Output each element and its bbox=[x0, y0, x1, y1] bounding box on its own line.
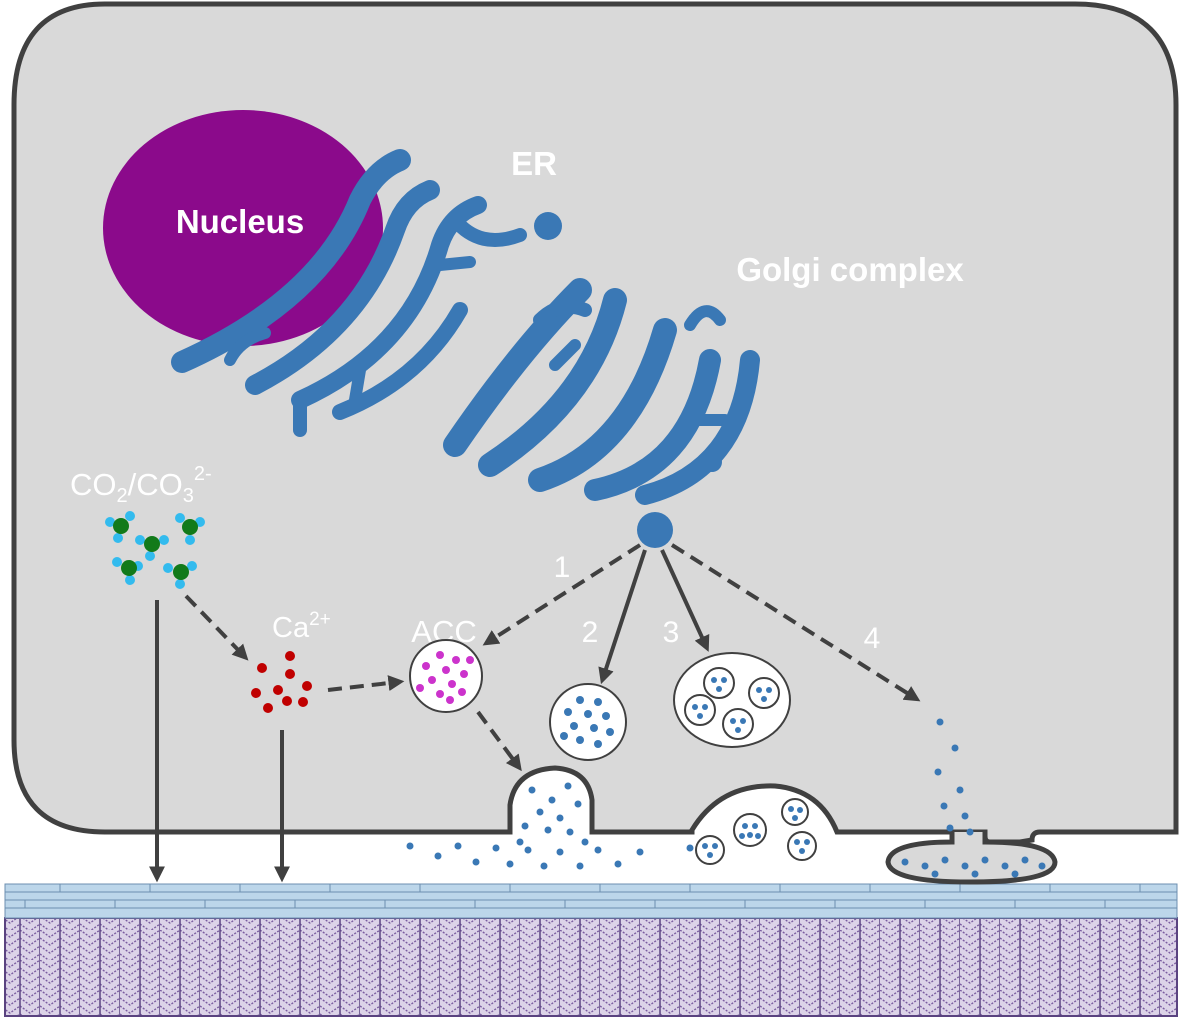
carbonate-molecule bbox=[135, 535, 169, 561]
carbonate-label: CO2/CO32- bbox=[70, 463, 212, 507]
solid-arrow-path-2 bbox=[598, 549, 647, 685]
er-vesicle bbox=[534, 212, 562, 240]
released-vesicles bbox=[686, 798, 817, 865]
crystal-layers bbox=[4, 883, 1178, 919]
calcium-ions bbox=[251, 651, 312, 713]
carbonate-molecule bbox=[112, 557, 143, 585]
multivesicular-body bbox=[673, 652, 791, 748]
endoplasmic-reticulum bbox=[171, 149, 527, 437]
path-3-label: 3 bbox=[663, 616, 680, 649]
mineral-substrate bbox=[4, 883, 1178, 1017]
carbonate-molecule bbox=[105, 511, 135, 543]
acc-vesicle bbox=[409, 639, 483, 713]
golgi-dot bbox=[702, 452, 722, 472]
solid-arrow-path-3 bbox=[660, 549, 710, 652]
golgi-vesicle bbox=[637, 512, 673, 548]
dashed-arrow-path-1 bbox=[482, 543, 642, 646]
carbonate-molecule bbox=[163, 561, 197, 589]
released-particles bbox=[406, 782, 644, 870]
path-4-label: 4 bbox=[864, 622, 881, 655]
dashed-arrow-calcium-to-acc bbox=[327, 675, 405, 692]
vesicle bbox=[549, 683, 627, 761]
golgi-complex bbox=[443, 278, 760, 505]
dashed-arrow-carbonate-to-calcium bbox=[184, 594, 249, 661]
dashed-arrow-path-4 bbox=[670, 543, 921, 702]
calcium-label: Ca2+ bbox=[272, 609, 331, 644]
carbonate-molecule bbox=[175, 513, 205, 545]
path-2-label: 2 bbox=[582, 616, 599, 649]
er-label: ER bbox=[511, 145, 557, 182]
dashed-arrow-acc-to-membrane bbox=[476, 710, 522, 772]
carbonate-molecules bbox=[105, 511, 205, 589]
secretion-pocket bbox=[885, 718, 1058, 885]
path-1-label: 1 bbox=[554, 551, 571, 584]
nucleus-label: Nucleus bbox=[176, 203, 304, 240]
golgi-label: Golgi complex bbox=[736, 251, 964, 288]
arrows bbox=[149, 543, 921, 883]
